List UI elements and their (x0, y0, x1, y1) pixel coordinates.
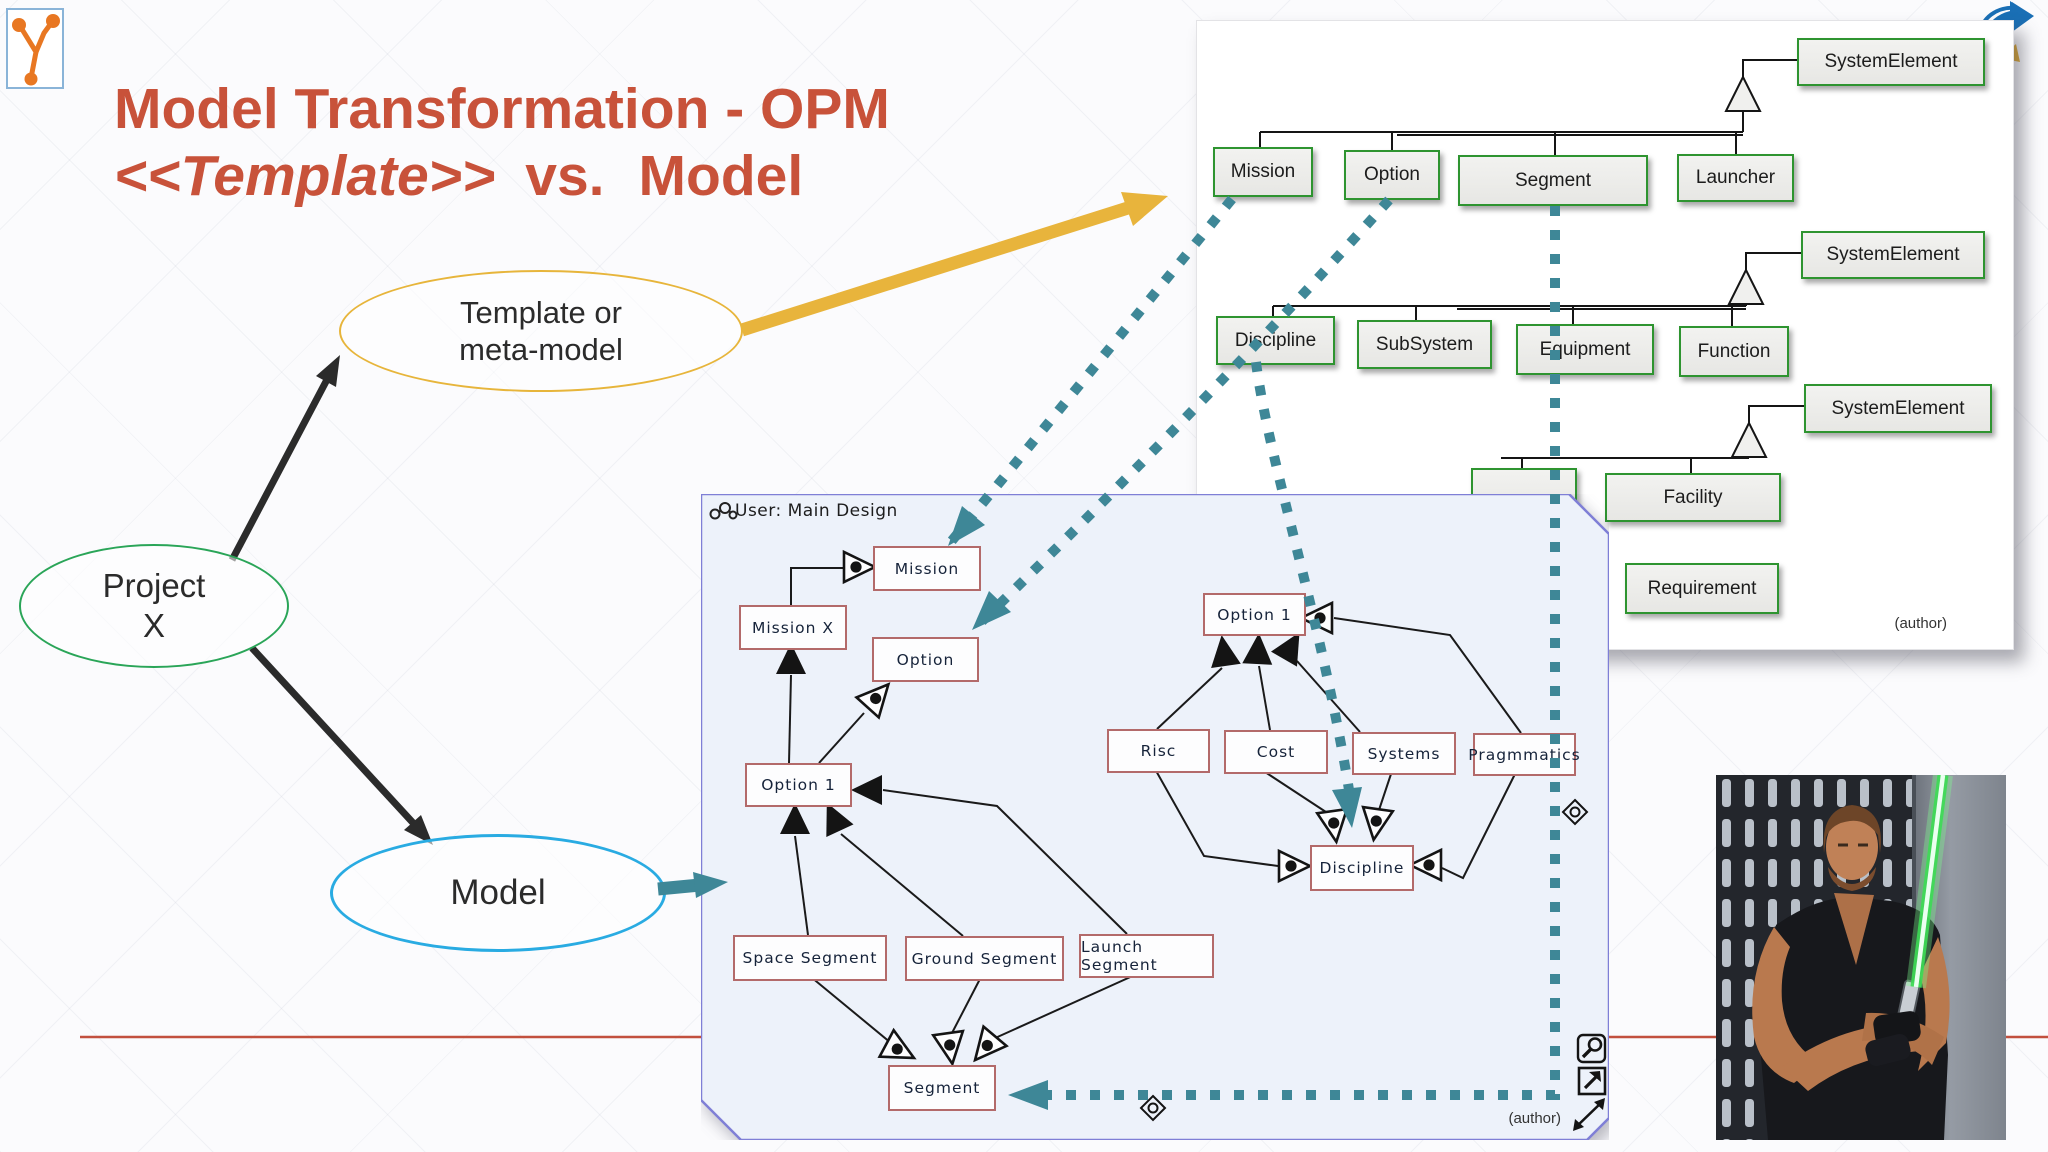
node-label: SystemElement (1824, 51, 1958, 72)
node-label: Option (1364, 164, 1420, 185)
anchor-diamond-icon (1561, 798, 1589, 826)
node-label: Discipline (1319, 859, 1405, 877)
model-ellipse: Model (330, 834, 666, 952)
model-node-segment: Segment (888, 1065, 996, 1111)
lightsaber-photo (1716, 775, 2006, 1140)
node-label: Cost (1256, 743, 1296, 761)
title-model: Model (638, 144, 804, 208)
template-ellipse-line1: Template or (460, 295, 622, 330)
node-label: Option 1 (761, 776, 836, 794)
node-label: Mission (894, 559, 960, 578)
template-node-segment: Segment (1458, 155, 1648, 206)
node-label: Ground Segment (911, 949, 1058, 968)
model-node-option-1-left: Option 1 (745, 763, 852, 807)
slide-title-line2: <<Template>> vs. Model (114, 143, 890, 210)
project-ellipse: Project X (19, 544, 289, 668)
node-label: Mission X (752, 618, 834, 637)
template-node-subsystem: SubSystem (1357, 320, 1492, 369)
template-diagram-connectors (1259, 59, 1804, 473)
node-label: Segment (1514, 169, 1592, 191)
arrow-project-to-template (228, 355, 340, 562)
y-network-logo (6, 8, 64, 89)
model-ellipse-label: Model (450, 873, 546, 912)
export-tool-icon[interactable] (1577, 1066, 1607, 1096)
model-diagram-canvas (701, 494, 1609, 1140)
model-node-systems: Systems (1352, 732, 1456, 775)
node-label: SubSystem (1375, 333, 1474, 355)
model-node-risc: Risc (1107, 729, 1210, 773)
model-diagram-panel: User: Main Design Mission Mission X Opti… (701, 494, 1609, 1140)
model-node-cost: Cost (1224, 730, 1328, 774)
model-node-mission-x: Mission X (739, 605, 847, 650)
node-label: Option 1 (1217, 605, 1292, 624)
lightsaber-beam (1906, 775, 1953, 989)
project-ellipse-line1: Project (102, 567, 206, 604)
arrow-project-to-model (249, 645, 433, 845)
node-label: Facility (1663, 486, 1723, 508)
model-node-launch-segment: Launch Segment (1079, 934, 1214, 978)
generalization-triangle (1727, 267, 1765, 305)
node-label: Function (1697, 340, 1771, 362)
node-label: Option (896, 650, 955, 669)
template-node-function: Function (1679, 326, 1789, 377)
template-node-option: Option (1344, 150, 1440, 200)
node-label: Mission (1230, 161, 1296, 182)
zoom-tool-icon[interactable] (1576, 1033, 1607, 1064)
model-node-option: Option (872, 637, 979, 682)
y-network-logo-glyph (12, 14, 60, 86)
template-node-equipment: Equipment (1516, 324, 1654, 375)
molecule-icon (709, 502, 738, 520)
node-label: Segment (903, 1079, 981, 1097)
node-label: Systems (1367, 744, 1441, 763)
figure (1752, 805, 1950, 1140)
template-node-system-element-1: SystemElement (1797, 38, 1985, 86)
template-node-requirement: Requirement (1625, 563, 1779, 614)
node-label: SystemElement (1831, 397, 1965, 419)
node-label: Launcher (1695, 167, 1776, 188)
title-template-token: <<Template>> (114, 144, 496, 208)
generalization-triangle (1730, 420, 1768, 458)
anchor-diamond-icon (1139, 1094, 1167, 1122)
arrow-template-to-diagram (740, 192, 1168, 337)
node-label: Launch Segment (1081, 938, 1158, 974)
slide-title: Model Transformation - OPM <<Template>> v… (114, 76, 890, 210)
template-node-facility: Facility (1605, 473, 1781, 522)
template-node-system-element-2: SystemElement (1801, 231, 1985, 279)
node-label: Pragmmatics (1468, 745, 1581, 764)
model-panel-header: User: Main Design (735, 501, 898, 521)
node-label: SystemElement (1826, 244, 1960, 265)
model-node-ground-segment: Ground Segment (905, 936, 1064, 981)
node-label: Discipline (1234, 329, 1317, 351)
template-node-system-element-3: SystemElement (1804, 384, 1992, 433)
model-node-pragmmatics: Pragmmatics (1468, 733, 1580, 776)
slide-title-line1: Model Transformation - OPM (114, 77, 890, 141)
model-node-option-1-right: Option 1 (1203, 593, 1306, 636)
node-label: Equipment (1539, 338, 1631, 360)
resize-handle-icon[interactable] (1573, 1098, 1605, 1131)
model-diagram-credit: (author) (1508, 1110, 1561, 1127)
lightsaber-photo-art (1716, 775, 2006, 1140)
project-ellipse-line2: X (142, 607, 165, 644)
template-diagram-credit: (author) (1894, 615, 1947, 632)
node-label: Risc (1140, 742, 1177, 760)
model-node-mission: Mission (873, 546, 981, 591)
template-ellipse: Template or meta-model (339, 270, 743, 392)
template-node-mission: Mission (1213, 147, 1313, 197)
node-label: Space Segment (742, 949, 878, 967)
template-node-discipline: Discipline (1216, 316, 1335, 365)
model-node-space-segment: Space Segment (733, 935, 887, 981)
title-vs: vs. (525, 144, 605, 208)
node-label: Requirement (1647, 577, 1757, 599)
template-node-launcher: Launcher (1677, 154, 1794, 202)
generalization-triangle (1724, 74, 1762, 112)
template-ellipse-line2: meta-model (459, 332, 623, 367)
model-node-discipline: Discipline (1310, 845, 1414, 891)
